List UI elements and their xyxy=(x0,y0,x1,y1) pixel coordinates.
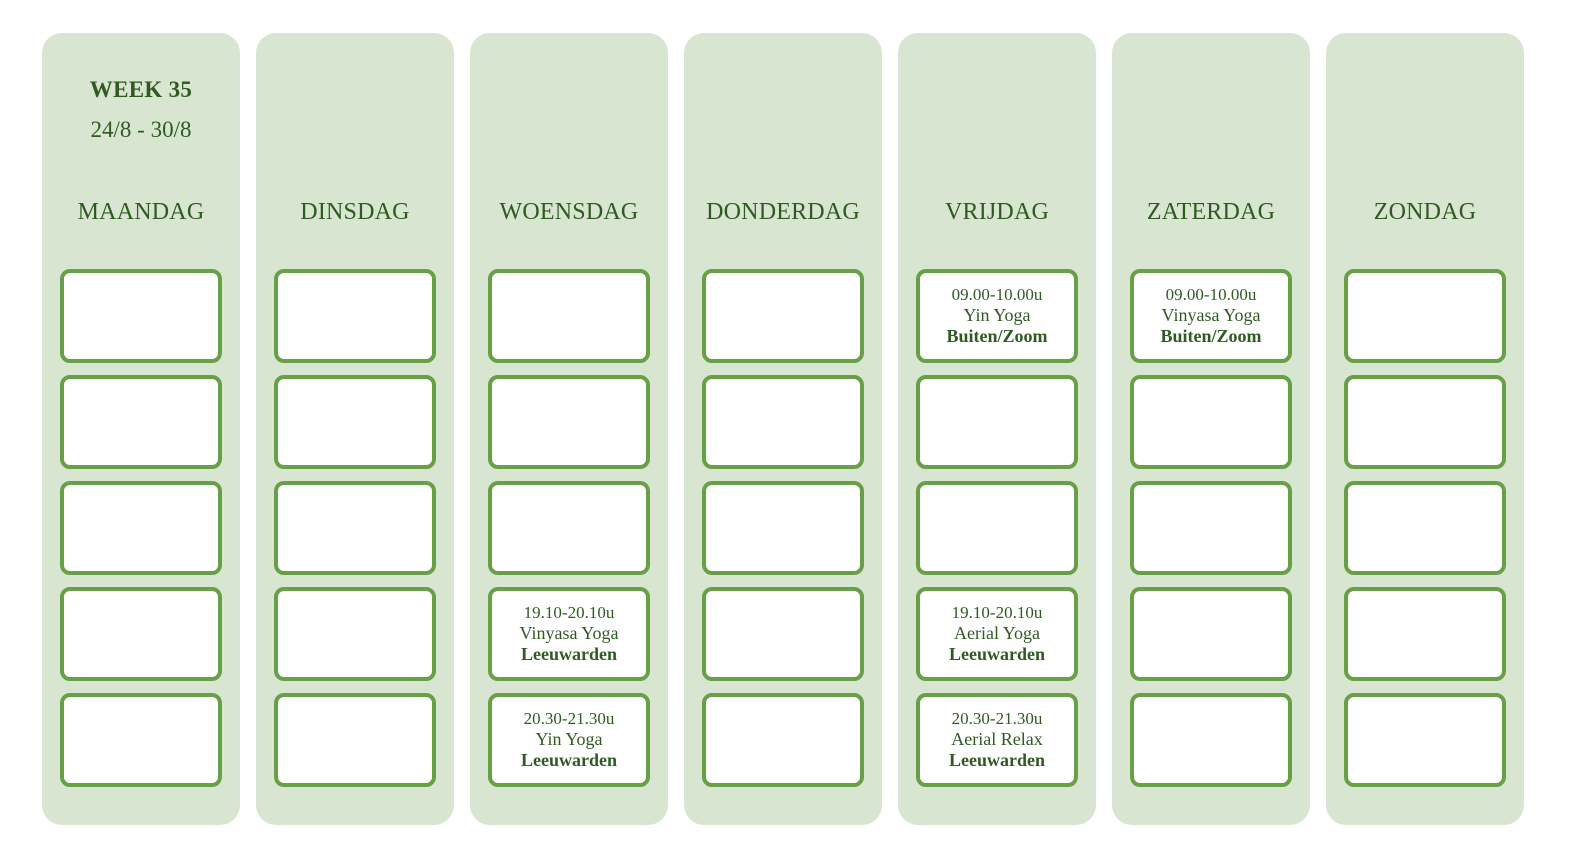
slot-class: Yin Yoga xyxy=(963,305,1031,325)
day-column-zondag: ZONDAG xyxy=(1326,33,1524,825)
day-name: VRIJDAG xyxy=(944,199,1050,225)
week-header: WEEK 35 24/8 - 30/8 xyxy=(42,75,240,145)
time-slot[interactable] xyxy=(60,587,222,681)
time-slot[interactable] xyxy=(702,269,864,363)
week-title: WEEK 35 xyxy=(89,77,193,102)
slot-location: Leeuwarden xyxy=(521,644,617,664)
time-slot[interactable] xyxy=(488,481,650,575)
time-slot[interactable] xyxy=(916,375,1078,469)
time-slot[interactable] xyxy=(274,375,436,469)
slot-list: 09.00-10.00u Vinyasa Yoga Buiten/Zoom xyxy=(1130,269,1292,799)
time-slot[interactable] xyxy=(488,269,650,363)
week-date-range: 24/8 - 30/8 xyxy=(90,117,192,142)
day-name: DONDERDAG xyxy=(706,199,860,225)
day-name: DINSDAG xyxy=(300,199,410,225)
day-name: ZATERDAG xyxy=(1146,199,1276,225)
time-slot[interactable] xyxy=(702,375,864,469)
day-name: WOENSDAG xyxy=(499,199,639,225)
slot-time: 09.00-10.00u xyxy=(1165,285,1257,304)
time-slot[interactable] xyxy=(1344,587,1506,681)
day-column-donderdag: DONDERDAG xyxy=(684,33,882,825)
slot-time: 20.30-21.30u xyxy=(951,709,1043,728)
day-column-woensdag: WOENSDAG 19.10-20.10u Vinyasa Yoga Leeuw… xyxy=(470,33,668,825)
time-slot[interactable]: 19.10-20.10u Vinyasa Yoga Leeuwarden xyxy=(488,587,650,681)
slot-list xyxy=(1344,269,1506,799)
time-slot[interactable] xyxy=(60,375,222,469)
time-slot[interactable] xyxy=(1130,693,1292,787)
slot-class: Vinyasa Yoga xyxy=(519,623,619,643)
time-slot[interactable] xyxy=(1130,587,1292,681)
time-slot[interactable]: 09.00-10.00u Yin Yoga Buiten/Zoom xyxy=(916,269,1078,363)
time-slot[interactable] xyxy=(702,481,864,575)
time-slot[interactable] xyxy=(916,481,1078,575)
weekly-schedule: WEEK 35 24/8 - 30/8 MAANDAG xyxy=(42,33,1524,825)
time-slot[interactable] xyxy=(60,269,222,363)
time-slot[interactable] xyxy=(60,481,222,575)
day-name: MAANDAG xyxy=(77,199,205,225)
slot-list: 19.10-20.10u Vinyasa Yoga Leeuwarden 20.… xyxy=(488,269,650,799)
slot-time: 19.10-20.10u xyxy=(523,603,615,622)
day-name: ZONDAG xyxy=(1373,199,1477,225)
time-slot[interactable] xyxy=(1344,269,1506,363)
day-column-zaterdag: ZATERDAG 09.00-10.00u Vinyasa Yoga Buite… xyxy=(1112,33,1310,825)
slot-class: Aerial Yoga xyxy=(954,623,1040,643)
slot-list: 09.00-10.00u Yin Yoga Buiten/Zoom 19.10-… xyxy=(916,269,1078,799)
slot-time: 09.00-10.00u xyxy=(951,285,1043,304)
day-column-maandag: WEEK 35 24/8 - 30/8 MAANDAG xyxy=(42,33,240,825)
time-slot[interactable] xyxy=(274,587,436,681)
slot-list xyxy=(702,269,864,799)
time-slot[interactable]: 09.00-10.00u Vinyasa Yoga Buiten/Zoom xyxy=(1130,269,1292,363)
time-slot[interactable] xyxy=(1344,693,1506,787)
slot-list xyxy=(60,269,222,799)
slot-location: Buiten/Zoom xyxy=(946,326,1048,346)
slot-location: Leeuwarden xyxy=(521,750,617,770)
time-slot[interactable] xyxy=(1344,481,1506,575)
day-column-dinsdag: DINSDAG xyxy=(256,33,454,825)
time-slot[interactable]: 19.10-20.10u Aerial Yoga Leeuwarden xyxy=(916,587,1078,681)
time-slot[interactable] xyxy=(1130,481,1292,575)
slot-class: Aerial Relax xyxy=(951,729,1043,749)
time-slot[interactable]: 20.30-21.30u Yin Yoga Leeuwarden xyxy=(488,693,650,787)
time-slot[interactable] xyxy=(60,693,222,787)
day-column-vrijdag: VRIJDAG 09.00-10.00u Yin Yoga Buiten/Zoo… xyxy=(898,33,1096,825)
slot-location: Leeuwarden xyxy=(949,644,1045,664)
slot-time: 19.10-20.10u xyxy=(951,603,1043,622)
time-slot[interactable] xyxy=(488,375,650,469)
slot-location: Buiten/Zoom xyxy=(1160,326,1262,346)
time-slot[interactable] xyxy=(274,693,436,787)
time-slot[interactable]: 20.30-21.30u Aerial Relax Leeuwarden xyxy=(916,693,1078,787)
time-slot[interactable] xyxy=(274,269,436,363)
time-slot[interactable] xyxy=(702,587,864,681)
time-slot[interactable] xyxy=(1130,375,1292,469)
slot-class: Yin Yoga xyxy=(535,729,603,749)
slot-location: Leeuwarden xyxy=(949,750,1045,770)
slot-time: 20.30-21.30u xyxy=(523,709,615,728)
time-slot[interactable] xyxy=(274,481,436,575)
time-slot[interactable] xyxy=(1344,375,1506,469)
time-slot[interactable] xyxy=(702,693,864,787)
slot-list xyxy=(274,269,436,799)
slot-class: Vinyasa Yoga xyxy=(1161,305,1261,325)
